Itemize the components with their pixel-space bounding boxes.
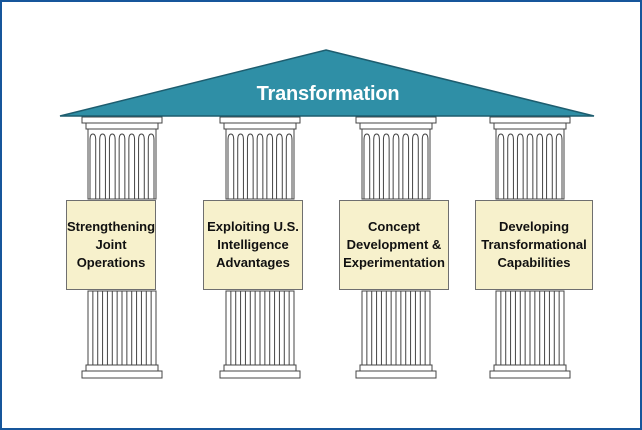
pillar-flute	[546, 133, 553, 199]
pillar-label-text: Developing Transformational Capabilities	[481, 219, 587, 270]
pillar-4	[489, 116, 571, 379]
pillar-flute	[89, 133, 97, 199]
pillar-capital-lower	[493, 122, 567, 130]
pillar-flute	[227, 133, 235, 199]
pillar-flute	[421, 133, 429, 199]
pillar-base-upper	[359, 364, 433, 372]
pillar-base-upper	[223, 364, 297, 372]
pillar-flute	[516, 133, 524, 199]
pillar-2	[219, 116, 301, 379]
pillar-flute	[276, 133, 283, 199]
pillar-flute	[128, 133, 136, 199]
pillar-flute	[497, 133, 505, 199]
pillar-flute	[147, 133, 155, 199]
pillar-base-upper	[85, 364, 159, 372]
pillar-shaft-upper	[361, 128, 431, 200]
pillar-base	[489, 370, 571, 379]
pillar-label-1: Strengthening Joint Operations	[66, 200, 156, 290]
pillar-flute	[536, 133, 544, 199]
pillar-label-text: Strengthening Joint Operations	[66, 219, 156, 270]
pillar-flute	[99, 133, 106, 199]
pillar-shaft-upper	[495, 128, 565, 200]
pillar-capital-lower	[359, 122, 433, 130]
pillar-flute	[246, 133, 254, 199]
pillar-label-2: Exploiting U.S. Intelligence Advantages	[203, 200, 303, 290]
pillar-flute	[526, 133, 534, 199]
pillar-flute	[237, 133, 244, 199]
pillar-base	[355, 370, 437, 379]
pillar-base	[81, 370, 163, 379]
pillar-flute	[402, 133, 410, 199]
roof-pediment	[59, 49, 595, 117]
pillar-capital-lower	[223, 122, 297, 130]
pillar-capital-lower	[85, 122, 159, 130]
pillar-base	[219, 370, 301, 379]
pillar-flute	[392, 133, 400, 199]
pillar-flute	[118, 133, 126, 199]
pillar-label-text: Concept Development & Experimentation	[343, 219, 445, 270]
pillar-flute	[382, 133, 390, 199]
pillar-label-text: Exploiting U.S. Intelligence Advantages	[207, 219, 299, 270]
pillar-capital	[355, 116, 437, 124]
pillar-flute	[363, 133, 371, 199]
pillar-shaft-upper	[225, 128, 295, 200]
pillar-flute	[108, 133, 116, 199]
pillar-3	[355, 116, 437, 379]
pillar-1	[81, 116, 163, 379]
pillar-capital	[219, 116, 301, 124]
roof-title: Transformation	[256, 82, 400, 105]
pillar-flute	[266, 133, 274, 199]
pillar-shaft-upper	[87, 128, 157, 200]
pillar-capital	[489, 116, 571, 124]
pillar-flute	[138, 133, 145, 199]
pillar-capital	[81, 116, 163, 124]
pillar-flute	[555, 133, 563, 199]
pillar-label-4: Developing Transformational Capabilities	[475, 200, 593, 290]
pillar-flute	[256, 133, 264, 199]
pillar-flute	[412, 133, 419, 199]
pillar-flute	[507, 133, 514, 199]
pillar-base-upper	[493, 364, 567, 372]
pillar-flute	[373, 133, 380, 199]
pillar-label-3: Concept Development & Experimentation	[339, 200, 449, 290]
pillar-flute	[285, 133, 293, 199]
